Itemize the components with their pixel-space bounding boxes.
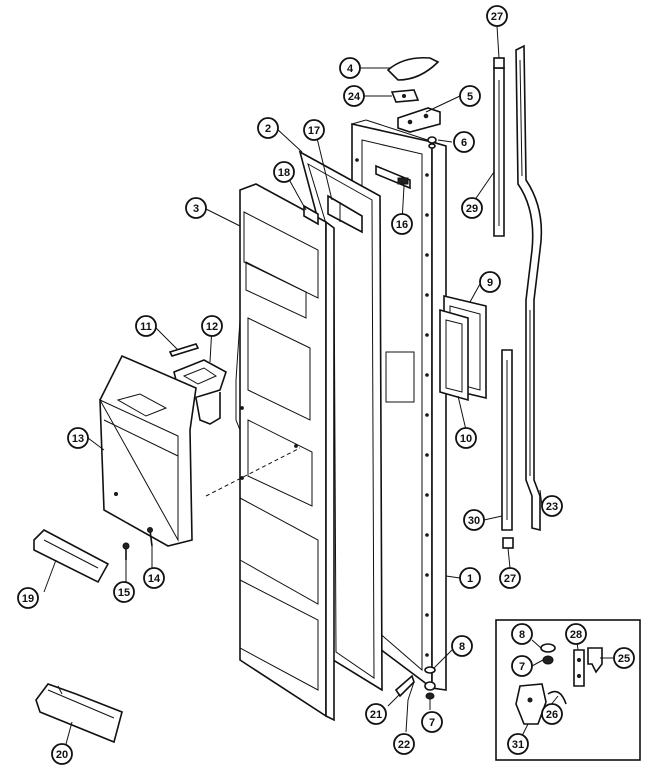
dispenser-lever <box>168 343 200 357</box>
callout-30: 30 <box>463 509 485 531</box>
callout-13: 13 <box>67 427 89 449</box>
svg-text:5: 5 <box>467 91 473 103</box>
door-bin <box>35 683 123 744</box>
hinge-detail-inset <box>495 619 641 761</box>
callout-27-top: 27 <box>486 5 508 27</box>
hinge-bushing <box>427 136 437 149</box>
trim-cap-bottom <box>502 537 514 549</box>
callout-7-main: 7 <box>421 711 443 733</box>
callout-2: 2 <box>257 117 279 139</box>
callout-5: 5 <box>459 85 481 107</box>
callout-21: 21 <box>365 703 387 725</box>
svg-text:12: 12 <box>206 321 218 333</box>
svg-text:11: 11 <box>140 321 152 333</box>
svg-text:17: 17 <box>308 125 320 137</box>
callout-16: 16 <box>391 213 413 235</box>
callout-4: 4 <box>339 57 361 79</box>
callout-31: 31 <box>507 733 529 755</box>
callout-29: 29 <box>461 197 483 219</box>
small-bracket <box>303 204 319 226</box>
callout-28: 28 <box>565 623 587 645</box>
callout-6: 6 <box>453 131 475 153</box>
callout-9: 9 <box>479 271 501 293</box>
inset-bushing <box>542 655 554 665</box>
callout-7-inset: 7 <box>511 655 533 677</box>
mounting-screw <box>122 542 130 560</box>
lower-trim-strip <box>501 349 513 531</box>
callout-8-main: 8 <box>451 635 473 657</box>
svg-text:1: 1 <box>467 573 473 585</box>
svg-text:22: 22 <box>398 739 410 751</box>
svg-text:14: 14 <box>148 573 161 585</box>
svg-text:23: 23 <box>546 501 558 513</box>
svg-text:10: 10 <box>460 433 472 445</box>
callout-8-inset: 8 <box>511 623 533 645</box>
svg-text:13: 13 <box>72 433 84 445</box>
callout-15: 15 <box>113 581 135 603</box>
callout-19: 19 <box>17 587 39 609</box>
svg-text:27: 27 <box>504 573 516 585</box>
light-switch <box>375 164 411 190</box>
svg-text:6: 6 <box>461 137 467 149</box>
hinge-shim <box>390 89 420 103</box>
housing-screw <box>147 527 153 547</box>
callout-18: 18 <box>273 161 295 183</box>
callout-24: 24 <box>343 85 365 107</box>
bottom-hinge-pin <box>394 674 415 701</box>
svg-text:29: 29 <box>466 203 478 215</box>
svg-text:27: 27 <box>491 11 503 23</box>
svg-text:7: 7 <box>519 661 525 673</box>
svg-text:4: 4 <box>347 63 354 75</box>
inset-spring <box>547 690 567 705</box>
callout-27-bottom: 27 <box>499 567 521 589</box>
svg-text:16: 16 <box>396 219 408 231</box>
svg-text:30: 30 <box>468 515 480 527</box>
svg-text:25: 25 <box>618 653 630 665</box>
dispenser-housing <box>98 354 197 547</box>
svg-text:31: 31 <box>512 739 524 751</box>
svg-text:21: 21 <box>370 709 382 721</box>
callout-22: 22 <box>393 733 415 755</box>
bottom-hinge-washers <box>424 666 436 700</box>
svg-text:28: 28 <box>570 629 582 641</box>
callout-20: 20 <box>51 743 73 765</box>
drip-tray <box>33 529 110 584</box>
callout-11: 11 <box>135 315 157 337</box>
callout-14: 14 <box>143 567 165 589</box>
door-handle <box>515 44 543 532</box>
svg-text:15: 15 <box>118 587 130 599</box>
svg-text:26: 26 <box>546 709 558 721</box>
svg-text:2: 2 <box>265 123 271 135</box>
inset-plate <box>573 649 585 687</box>
svg-text:24: 24 <box>348 91 361 103</box>
dispenser-bracket <box>327 194 363 234</box>
callout-3: 3 <box>185 197 207 219</box>
inset-bracket <box>587 647 603 674</box>
reference-line <box>205 447 301 497</box>
callout-26: 26 <box>541 703 563 725</box>
svg-text:7: 7 <box>429 717 435 729</box>
svg-text:9: 9 <box>487 277 493 289</box>
svg-text:3: 3 <box>193 203 199 215</box>
inset-hinge-block <box>515 683 547 725</box>
dispenser-frame <box>439 308 469 402</box>
hinge-cover <box>386 56 440 81</box>
svg-text:8: 8 <box>519 629 525 641</box>
callout-25: 25 <box>613 647 635 669</box>
top-hinge <box>397 107 441 133</box>
callout-1: 1 <box>459 567 481 589</box>
callout-23: 23 <box>541 495 563 517</box>
door-trim-strip <box>493 67 505 237</box>
inner-door-liner <box>235 183 335 722</box>
svg-text:20: 20 <box>56 749 68 761</box>
callout-12: 12 <box>201 315 223 337</box>
svg-text:18: 18 <box>278 167 290 179</box>
callout-17: 17 <box>303 119 325 141</box>
svg-text:19: 19 <box>22 593 34 605</box>
svg-text:8: 8 <box>459 641 465 653</box>
inset-washer <box>540 643 556 653</box>
trim-cap-top <box>493 57 505 69</box>
callout-10: 10 <box>455 427 477 449</box>
